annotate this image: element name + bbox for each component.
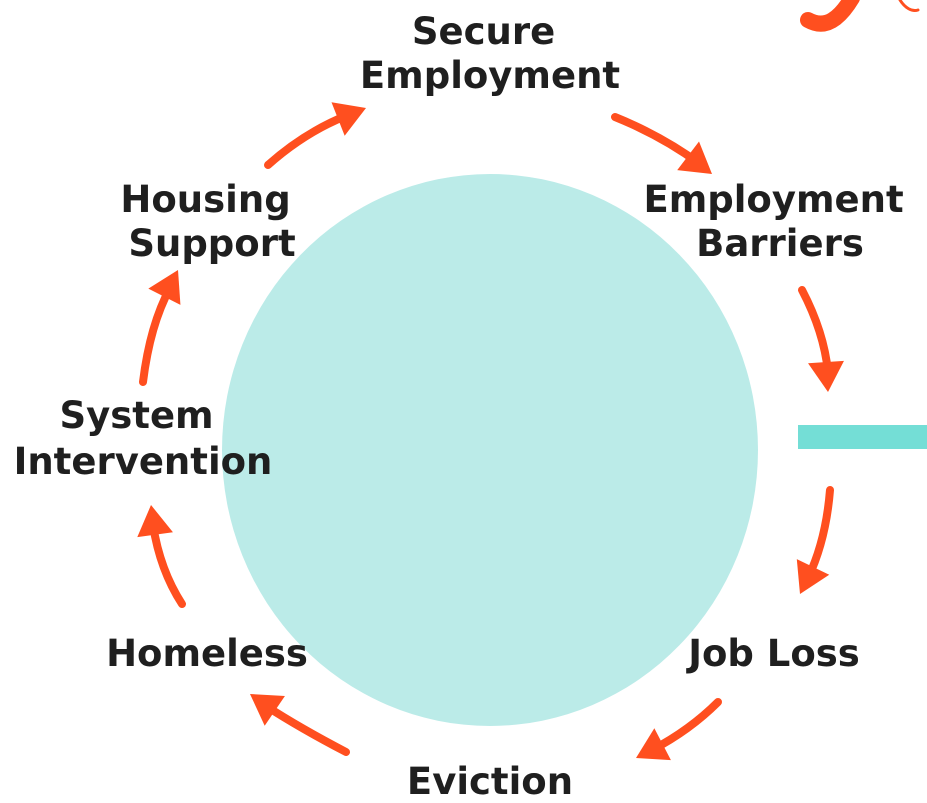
- node-employment-barriers-line-2: Barriers: [696, 222, 864, 265]
- node-employment-barriers: Employment Barriers: [643, 178, 916, 265]
- node-eviction-line-1: Eviction: [407, 760, 573, 803]
- node-employment-barriers-line-1: Employment: [643, 178, 903, 221]
- node-job-loss: Job Loss: [685, 632, 860, 675]
- arrow-barriers-to-job-loss-upper-head: [808, 360, 844, 392]
- arrow-homeless-to-intervention-head: [137, 505, 173, 538]
- arrow-barriers-to-job-loss: [804, 486, 834, 582]
- node-eviction: Eviction: [407, 760, 573, 803]
- arrow-job-loss-to-eviction-head: [636, 728, 671, 761]
- node-housing-support: Housing Support: [120, 178, 303, 265]
- arrow-homeless-to-intervention: [149, 521, 186, 608]
- node-secure-employment-line-1: Secure: [412, 10, 555, 53]
- node-housing-support-line-2: Support: [128, 222, 295, 265]
- node-homeless: Homeless: [106, 632, 308, 675]
- arrow-barriers-to-job-loss-upper: [798, 286, 832, 376]
- cycle-arrows: [137, 102, 844, 761]
- arrow-secure-to-barriers-head: [677, 141, 712, 174]
- decorative-swirl-tail: [898, 0, 920, 12]
- arrow-secure-to-barriers: [611, 113, 704, 168]
- node-housing-support-line-1: Housing: [120, 178, 290, 221]
- arrow-intervention-to-housing: [139, 284, 174, 386]
- accent-bar: [798, 425, 927, 449]
- node-secure-employment: Secure Employment: [360, 10, 620, 97]
- node-system-intervention: System Intervention: [14, 394, 273, 483]
- arrow-intervention-to-housing-head: [148, 270, 181, 305]
- decorative-swirl: [800, 0, 860, 32]
- node-system-intervention-line-1: System: [59, 394, 213, 437]
- arrow-eviction-to-homeless: [262, 702, 350, 756]
- arrow-eviction-to-homeless-head: [250, 694, 285, 726]
- arrow-housing-to-secure-head: [331, 102, 366, 136]
- center-circle: [222, 174, 758, 726]
- arrow-barriers-to-job-loss-head: [796, 559, 830, 594]
- arrow-housing-to-secure: [264, 111, 352, 169]
- node-homeless-line-1: Homeless: [106, 632, 308, 675]
- node-system-intervention-line-2: Intervention: [14, 440, 273, 483]
- node-job-loss-line-1: Job Loss: [685, 632, 860, 675]
- node-secure-employment-line-2: Employment: [360, 54, 620, 97]
